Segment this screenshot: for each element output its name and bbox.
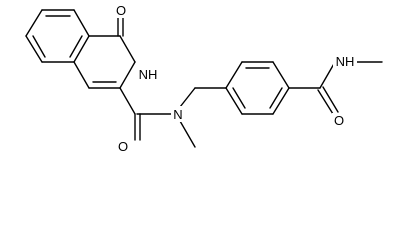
oxygen-label-right: O: [334, 113, 344, 128]
structure-svg: O NH O N NH O: [25, 3, 383, 154]
carboxamide-linker: [119, 87, 196, 148]
pyridinone-ring: [73, 17, 136, 89]
atom-labels: O NH O N NH O: [114, 3, 357, 154]
nh-label-right: NH: [336, 54, 355, 69]
benzo-ring: [25, 9, 90, 63]
oxygen-label-top: O: [116, 3, 126, 18]
amide-nitrogen-label: N: [173, 107, 182, 122]
benzene-ring: [194, 61, 290, 115]
ring-nh-label: NH: [139, 67, 158, 82]
molecule-diagram: O NH O N NH O: [25, 3, 383, 154]
oxygen-label-left: O: [118, 139, 128, 154]
